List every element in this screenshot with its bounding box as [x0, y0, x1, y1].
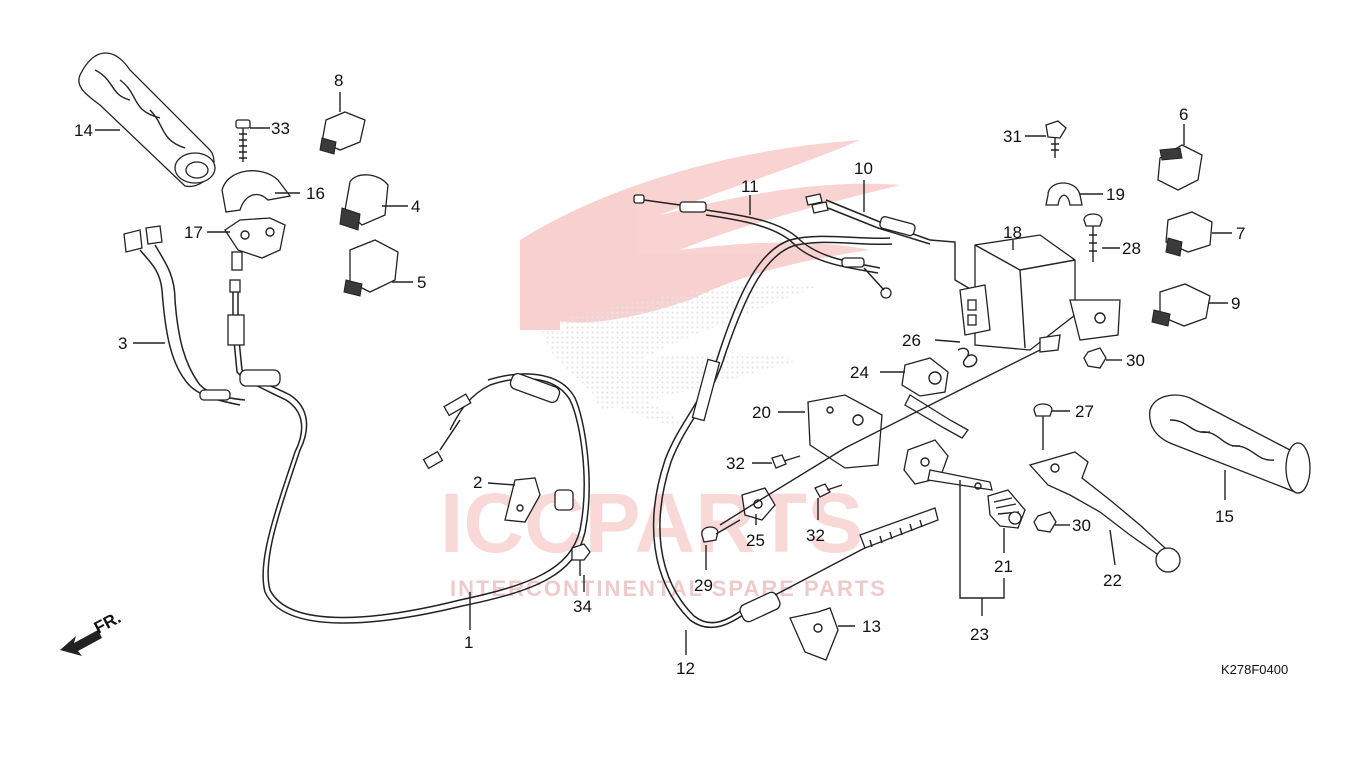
label-part-10: 10: [854, 159, 873, 178]
part-labels: 14 33 16 17 8 4 5 3 2 1 34 11 10 18 31 1…: [74, 71, 1245, 678]
label-part-31: 31: [1003, 127, 1022, 146]
watermark: ICCPARTS INTERCONTINENTAL SPARE PARTS: [440, 140, 900, 601]
label-part-5: 5: [417, 273, 426, 292]
label-part-34: 34: [573, 597, 592, 616]
part-26-spring: [957, 347, 978, 368]
part-32-screw-upper: [771, 454, 801, 469]
part-19-clamp: [1045, 182, 1083, 206]
label-part-8: 8: [334, 71, 343, 90]
part-24-stop-switch: [901, 357, 969, 439]
label-part-32-upper: 32: [726, 454, 745, 473]
part-8-switch: [319, 111, 366, 155]
leader-lines: [95, 92, 1232, 655]
label-part-17: 17: [184, 223, 203, 242]
label-part-30-lower: 30: [1072, 516, 1091, 535]
label-part-32-lower: 32: [806, 526, 825, 545]
part-20-bracket: [807, 394, 883, 469]
label-part-23: 23: [970, 625, 989, 644]
label-part-28: 28: [1122, 239, 1141, 258]
part-9-switch: [1151, 283, 1211, 327]
part-5-switch: [343, 239, 399, 297]
part-14-left-grip: [78, 52, 216, 187]
label-part-18: 18: [1003, 223, 1022, 242]
label-part-11: 11: [741, 177, 759, 196]
label-part-6: 6: [1179, 105, 1188, 124]
label-part-15: 15: [1215, 507, 1234, 526]
part-7-switch: [1165, 211, 1213, 257]
part-21-boot: [987, 489, 1026, 529]
part-27-screw: [1033, 403, 1053, 450]
label-part-12: 12: [676, 659, 695, 678]
label-part-16: 16: [306, 184, 325, 203]
label-part-4: 4: [411, 197, 420, 216]
part-13-cable-clamp: [789, 607, 839, 661]
part-15-right-grip: [1149, 394, 1311, 494]
label-part-3: 3: [118, 334, 127, 353]
label-part-29: 29: [694, 576, 713, 595]
part-12-brake-cable: [652, 235, 939, 629]
part-10-wire: [805, 193, 973, 291]
part-28-bolt: [1083, 213, 1103, 262]
watermark-brand: ICCPARTS: [440, 476, 863, 570]
part-2-bracket: [504, 477, 541, 523]
part-30-nut-upper: [1083, 347, 1107, 369]
part-33-screw: [235, 119, 251, 162]
label-part-21: 21: [994, 557, 1013, 576]
part-22-brake-lever: [1028, 451, 1181, 573]
label-part-2: 2: [473, 473, 482, 492]
front-direction-arrow: FR.: [60, 608, 124, 656]
label-part-33: 33: [271, 119, 290, 138]
watermark-tagline: INTERCONTINENTAL SPARE PARTS: [450, 576, 887, 601]
wing-logo: [520, 140, 900, 430]
label-part-1: 1: [464, 633, 473, 652]
part-4-switch: [339, 174, 389, 231]
part-16-throttle-housing-upper: [221, 170, 292, 213]
label-part-25: 25: [746, 531, 765, 550]
label-part-19: 19: [1106, 185, 1125, 204]
label-part-27: 27: [1075, 402, 1094, 421]
part-6-switch: [1157, 144, 1203, 191]
part-31-bolt: [1045, 120, 1067, 158]
part-1-throttle-cable: [227, 279, 590, 624]
label-part-30-upper: 30: [1126, 351, 1145, 370]
label-part-13: 13: [862, 617, 881, 636]
label-part-9: 9: [1231, 294, 1240, 313]
label-part-22: 22: [1103, 571, 1122, 590]
part-32-screw-lower: [814, 483, 843, 498]
part-3-harness: [123, 225, 246, 406]
label-part-20: 20: [752, 403, 771, 422]
part-30-nut-lower: [1033, 511, 1057, 533]
part-34-bolt: [571, 543, 591, 576]
part-17-throttle-housing-lower: [224, 217, 286, 271]
part-23-linkage: [903, 439, 993, 491]
part-18-switch-box: [959, 234, 1121, 353]
label-part-14: 14: [74, 121, 93, 140]
label-part-26: 26: [902, 331, 921, 350]
part-29-screw: [701, 519, 741, 543]
label-part-7: 7: [1236, 224, 1245, 243]
label-part-24: 24: [850, 363, 869, 382]
diagram-code: K278F0400: [1221, 662, 1288, 677]
